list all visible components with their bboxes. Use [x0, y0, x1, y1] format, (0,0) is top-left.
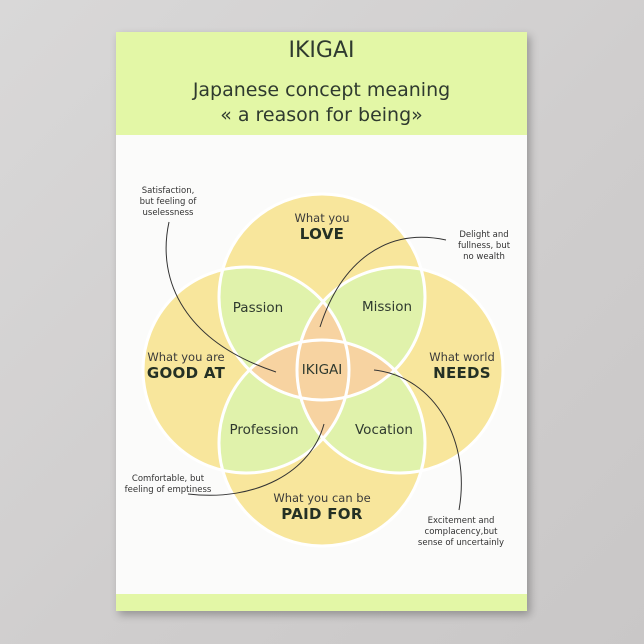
poster-title: IKIGAI — [288, 38, 355, 63]
poster-header: IKIGAI Japanese concept meaning « a reas… — [116, 32, 527, 135]
note-line: sense of uncertainly — [417, 538, 505, 548]
note-top-right: Delight and fullness, but no wealth — [458, 230, 510, 263]
note-top-left: Satisfaction, but feeling of uselessness — [140, 186, 197, 219]
label-needs: What world NEEDS — [429, 350, 495, 382]
label-vocation: Vocation — [354, 422, 414, 438]
connector-top-left — [165, 221, 277, 373]
note-line: no wealth — [463, 252, 505, 262]
circle-strokes — [141, 192, 505, 548]
poster-footer-band — [116, 594, 527, 611]
poster-subtitle-line2: « a reason for being» — [220, 104, 423, 126]
venn-diagram — [141, 192, 505, 548]
label-paid-for-big: PAID FOR — [281, 505, 363, 523]
connector-bottom-right — [373, 369, 462, 511]
label-mission: Mission — [361, 299, 413, 315]
ikigai-poster: IKIGAI Japanese concept meaning « a reas… — [116, 32, 527, 611]
connector-lines — [165, 221, 462, 511]
label-good-at: What you are GOOD AT — [147, 350, 225, 382]
label-love-big: LOVE — [299, 225, 345, 243]
label-paid-for: What you can be PAID FOR — [273, 491, 370, 523]
note-line: feeling of emptiness — [124, 485, 212, 495]
label-profession: Profession — [229, 422, 299, 438]
connector-top-right — [319, 236, 447, 328]
label-needs-small: What world — [429, 350, 495, 364]
label-love: What you LOVE — [294, 211, 349, 243]
label-good-at-small: What you are — [147, 350, 225, 364]
label-good-at-big: GOOD AT — [146, 364, 226, 382]
note-line: fullness, but — [457, 241, 511, 251]
label-paid-for-small: What you can be — [273, 491, 371, 505]
label-love-small: What you — [294, 211, 350, 225]
label-passion: Passion — [232, 300, 284, 316]
note-bottom-right: Excitement and complacency,but sense of … — [418, 516, 504, 549]
label-ikigai-center: IKIGAI — [301, 362, 343, 378]
label-needs-big: NEEDS — [433, 364, 491, 382]
note-line: uselessness — [142, 208, 194, 218]
note-line: Excitement and — [427, 516, 495, 526]
note-line: complacency,but — [424, 527, 498, 537]
note-line: Satisfaction, — [141, 186, 195, 196]
poster-subtitle-line1: Japanese concept meaning — [192, 79, 451, 101]
note-line: Comfortable, but — [131, 474, 205, 484]
note-line: but feeling of — [139, 197, 197, 207]
note-bottom-left: Comfortable, but feeling of emptiness — [125, 474, 212, 496]
connector-bottom-left — [187, 423, 325, 496]
note-line: Delight and — [459, 230, 509, 240]
